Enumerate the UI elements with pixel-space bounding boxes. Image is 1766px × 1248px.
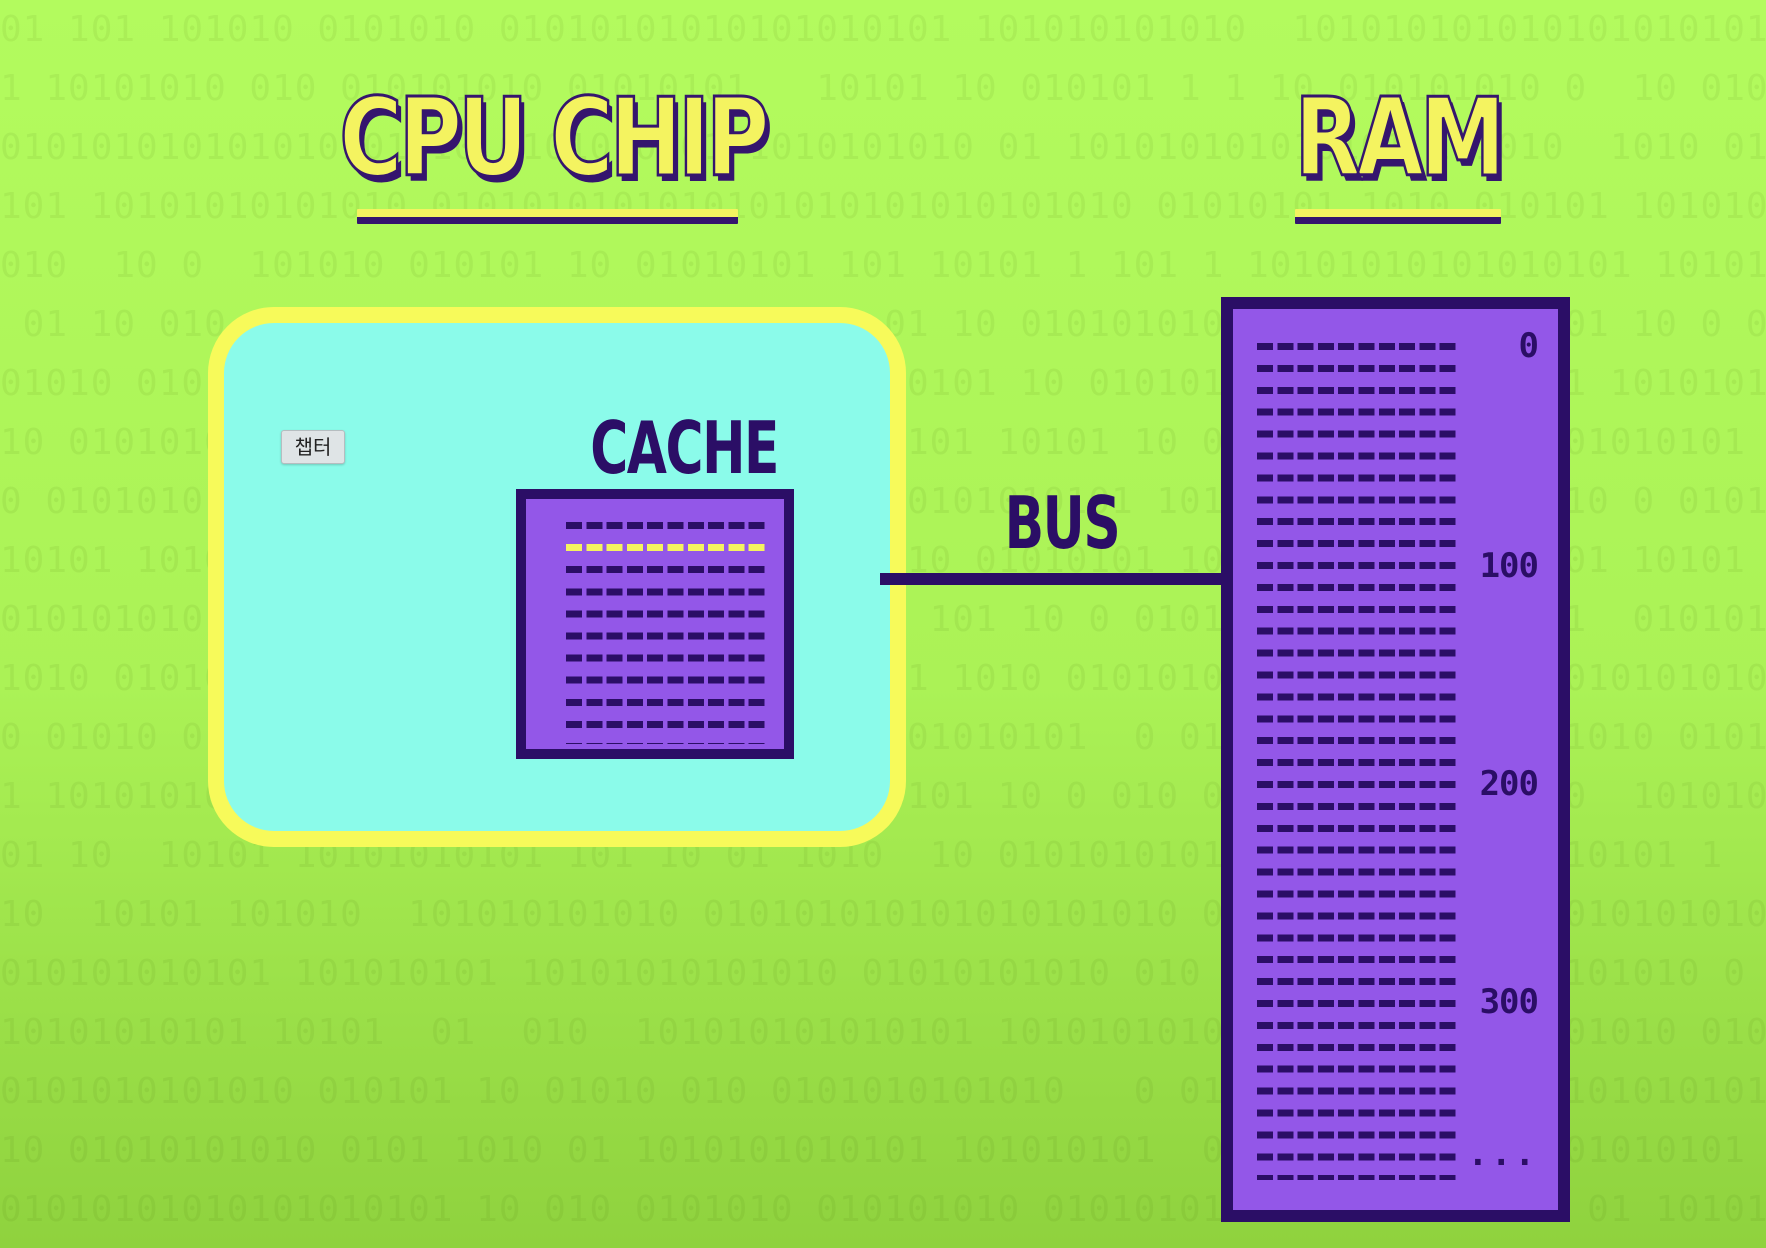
ram-title: RAM	[1293, 75, 1507, 203]
cache-label: CACHE	[590, 406, 779, 490]
chapter-button[interactable]: 챕터	[281, 430, 345, 464]
ram-address-label: 0	[1518, 326, 1540, 366]
ram-ellipsis: ...	[1467, 1134, 1538, 1174]
cache-box	[516, 489, 794, 759]
ram-address-label: 200	[1479, 764, 1539, 804]
ram-title-underline	[1295, 209, 1501, 224]
cache-highlighted-row	[566, 544, 766, 551]
ram-address-label: 300	[1479, 982, 1539, 1022]
cpu-title-underline	[357, 209, 738, 224]
ram-memory-rows	[1257, 340, 1457, 1180]
cpu-chip-title: CPU CHIP	[338, 75, 771, 203]
cache-memory-rows	[566, 519, 766, 744]
bus-connector-line	[880, 573, 1227, 585]
bus-label: BUS	[1004, 481, 1121, 565]
ram-box: 0 100 200 300 ...	[1221, 297, 1570, 1222]
ram-address-label: 100	[1479, 546, 1539, 586]
